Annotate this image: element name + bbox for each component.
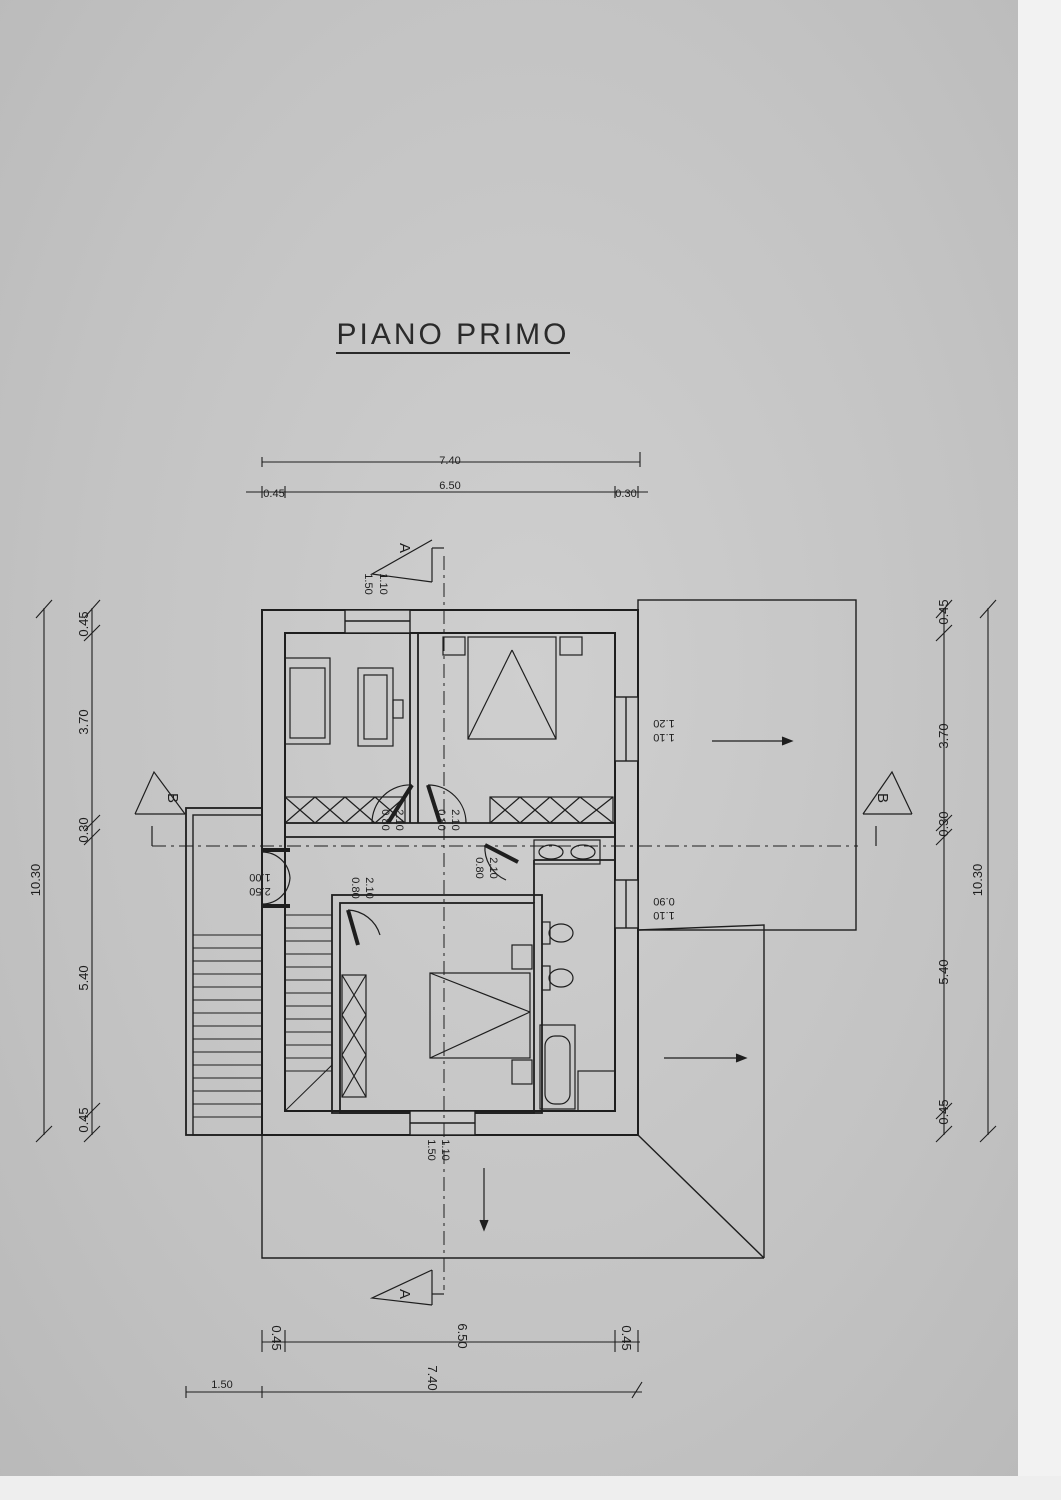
external-stair: [193, 934, 262, 1118]
dim-right-d: 5.40: [936, 959, 951, 984]
section-marker-a-bottom: [369, 1269, 444, 1306]
door-bath-width: 0.80: [473, 857, 485, 878]
doors: [261, 783, 519, 946]
windows: [344, 609, 639, 1136]
plan-title: PIANO PRIMO: [0, 318, 906, 354]
dim-right-c: 0.30: [936, 811, 951, 836]
dim-bottom-total: 7.40: [425, 1365, 440, 1390]
door-room2-width: 0.80: [435, 809, 447, 830]
bottom-window-width: 1.50: [425, 1139, 437, 1160]
dim-left-d: 5.40: [76, 965, 91, 990]
right-window2-width: 0.90: [653, 895, 674, 907]
section-label-b-left: B: [164, 793, 181, 803]
internal-stair: [284, 914, 333, 1112]
dim-bottom-mid: 6.50: [455, 1323, 470, 1348]
dim-right-e: 0.45: [936, 1099, 951, 1124]
section-marker-a-top: [370, 539, 444, 583]
room1-furniture: [284, 657, 406, 824]
plan-title-text: PIANO PRIMO: [336, 318, 570, 354]
door-room1-height: 2.10: [393, 809, 405, 830]
dim-left-total: 10.30: [28, 864, 43, 897]
bottom-window-height: 1.10: [439, 1139, 451, 1160]
door-room3-width: 0.80: [349, 877, 361, 898]
terrace-diagonal: [637, 1134, 765, 1259]
dim-right-total: 10.30: [970, 864, 985, 897]
dim-bottom-stair: 1.50: [211, 1379, 232, 1391]
slope-arrows: [479, 736, 794, 1232]
terrace-right-upper: [637, 599, 857, 931]
dim-top-total: 7.40: [439, 455, 460, 467]
dim-right-a: 0.45: [936, 599, 951, 624]
door-room1-width: 0.80: [379, 809, 391, 830]
dimension-lines: [35, 452, 997, 1399]
interior-walls: [285, 633, 615, 1114]
terrace-right-lower: [637, 924, 765, 1258]
terrace-bottom: [261, 1135, 764, 1259]
dim-left-c: 0.30: [76, 817, 91, 842]
section-label-b-right: B: [874, 793, 891, 803]
dim-bottom-left: 0.45: [269, 1325, 284, 1350]
section-marker-b-left: [134, 770, 186, 846]
door-bath-height: 2.10: [487, 857, 499, 878]
dim-left-a: 0.45: [76, 611, 91, 636]
left-door-width: 1.00: [249, 871, 270, 883]
left-balcony: [185, 807, 263, 1136]
section-marker-b-right: [862, 770, 913, 846]
bathroom-fixtures: [533, 839, 616, 1112]
scan-edge-bottom: [0, 1476, 1061, 1500]
dim-left-e: 0.45: [76, 1107, 91, 1132]
right-window1-height: 1.10: [653, 731, 674, 743]
top-window-height: 1.10: [377, 573, 389, 594]
exterior-walls: [261, 609, 639, 1136]
section-label-a-top: A: [396, 543, 413, 553]
room2-furniture: [442, 636, 614, 824]
right-window2-height: 1.10: [653, 909, 674, 921]
dim-left-b: 3.70: [76, 709, 91, 734]
door-room2-height: 2.10: [449, 809, 461, 830]
section-lines: [152, 556, 858, 1290]
dim-top-right: 0.30: [615, 488, 636, 500]
dim-top-left: 0.45: [263, 488, 284, 500]
dim-top-mid: 6.50: [439, 480, 460, 492]
right-window1-width: 1.20: [653, 717, 674, 729]
door-room3-height: 2.10: [363, 877, 375, 898]
left-door-height: 2.50: [249, 885, 270, 897]
room3-furniture: [341, 944, 533, 1098]
section-label-a-bottom: A: [396, 1289, 413, 1299]
scan-edge-right: [1018, 0, 1061, 1500]
top-window-width: 1.50: [362, 573, 374, 594]
dim-bottom-right: 0.45: [619, 1325, 634, 1350]
dim-right-b: 3.70: [936, 723, 951, 748]
